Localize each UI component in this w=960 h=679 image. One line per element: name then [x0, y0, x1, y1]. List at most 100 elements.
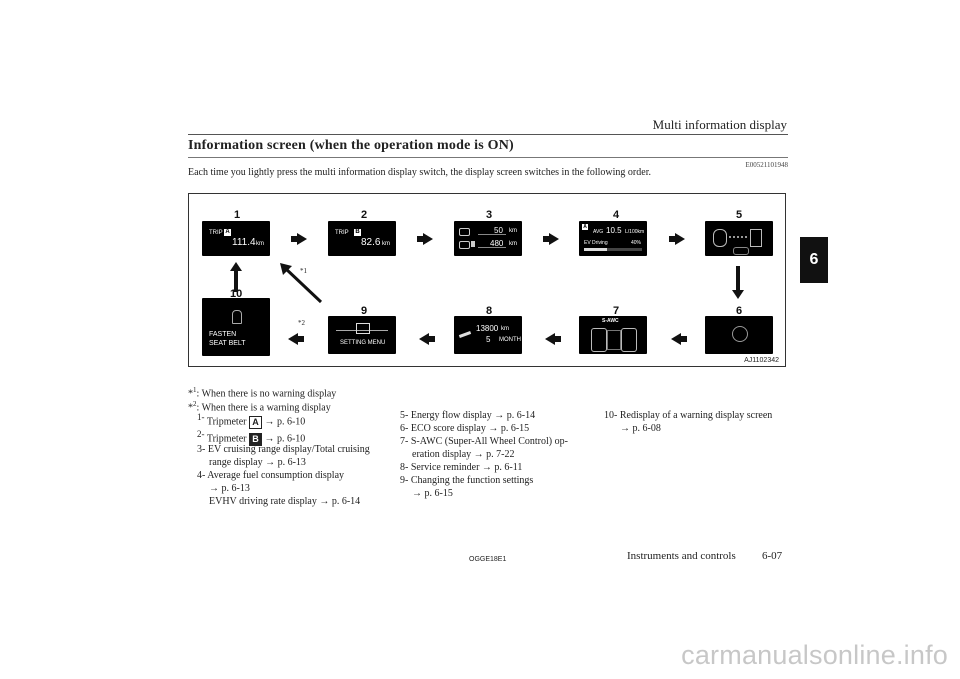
avg-value: 10.5: [606, 226, 622, 235]
service-month-value: 5: [486, 335, 491, 344]
list-item-7: 7- S-AWC (Super-All Wheel Control) op-: [400, 436, 568, 447]
screen-energy-flow: [705, 221, 773, 256]
figure-number-7: 7: [613, 305, 620, 317]
item-3-number: 3-: [197, 444, 206, 455]
item-4-line-1: Average fuel consumption display: [207, 470, 345, 481]
wrench-icon: [458, 331, 472, 338]
total-range-unit: km: [509, 241, 517, 247]
figure-number-1: 1: [234, 209, 241, 221]
intro-text: Each time you lightly press the multi in…: [188, 167, 651, 178]
screen-eco-score: [705, 316, 773, 354]
item-2-ref: → p. 6-10: [264, 433, 306, 445]
item-4-number: 4-: [197, 470, 206, 481]
mark-1: *1: [300, 267, 307, 275]
list-item-6: 6- ECO score display → p. 6-15: [400, 423, 530, 434]
trip-a-box-icon: A: [248, 415, 262, 429]
footnote-1-sup: 1: [193, 386, 197, 394]
avg-unit: L/100km: [625, 229, 645, 235]
trip-a-unit: km: [256, 241, 264, 247]
fasten-text: FASTEN: [209, 331, 237, 338]
trip-b-value: 82.6: [361, 237, 381, 248]
ev-car-icon: [459, 228, 470, 236]
list-item-1: 1- Tripmeter A → p. 6-10: [197, 411, 305, 429]
item-3-line-1: EV cruising range display/Total cruising: [207, 444, 370, 455]
toolbox-icon: [356, 323, 370, 334]
item-3-line-2: range display → p. 6-13: [209, 457, 306, 468]
arrow-3-to-4: [543, 233, 559, 245]
engine-icon: [713, 229, 727, 247]
arrow-5-to-6-shaft: [736, 266, 740, 292]
item-1-ref: → p. 6-10: [264, 416, 306, 428]
footnote-2-sup: 2: [193, 400, 197, 408]
footnote-1: *1: When there is no warning display: [188, 384, 336, 400]
list-item-4: 4- Average fuel consumption display: [197, 469, 344, 482]
car-wheel-icon: [733, 247, 749, 255]
arrow-6-to-7: [671, 333, 687, 345]
list-item-9-line-2: → p. 6-15: [412, 488, 453, 499]
doc-code: OGGE18E1: [469, 556, 507, 563]
wheel-left-icon: [591, 328, 607, 352]
figure-number-4: 4: [613, 209, 620, 221]
list-item-8: 8- Service reminder → p. 6-11: [400, 462, 523, 473]
item-4-line-2: → p. 6-13: [209, 483, 250, 494]
header-rule: [188, 134, 788, 135]
diagonal-arrow-line: [283, 266, 323, 304]
avg-a-badge: A: [582, 224, 588, 230]
screen-seat-belt-warning: FASTEN SEAT BELT: [202, 298, 270, 356]
list-item-10: 10- Redisplay of a warning display scree…: [604, 410, 773, 421]
figure-code: AJ1102342: [744, 357, 779, 364]
list-item-5: 5- Energy flow display → p. 6-14: [400, 410, 536, 421]
footnote-1-mark: *: [188, 388, 193, 400]
item-1-number: 1-: [197, 412, 205, 422]
figure-number-2: 2: [361, 209, 368, 221]
figure-number-9: 9: [361, 305, 368, 317]
trip-label: TRIP: [335, 230, 349, 236]
screen-s-awc: S-AWC: [579, 316, 647, 354]
arrow-9-to-10: [288, 333, 304, 345]
fuel-pump-icon: [471, 241, 475, 247]
arrow-2-to-3: [417, 233, 433, 245]
wheel-right-icon: [621, 328, 637, 352]
running-title: Multi information display: [652, 117, 787, 132]
diagonal-arrow-head: [280, 263, 292, 275]
item-2-text: Tripmeter: [206, 433, 247, 445]
trip-label: TRIP: [209, 230, 223, 236]
total-range-value: 480: [490, 239, 504, 248]
range-line-2: [478, 247, 506, 248]
avg-label: AVG: [593, 229, 604, 235]
trip-b-unit: km: [382, 241, 390, 247]
setting-menu-label: SETTING MENU: [340, 340, 386, 346]
item-4-line-3: EVHV driving rate display → p. 6-14: [209, 496, 361, 507]
screen-tripmeter-a: TRIP A 111.4 km: [202, 221, 270, 256]
service-km-unit: km: [501, 326, 509, 332]
title-rule: [188, 157, 788, 158]
watermark: carmanualsonline.info: [681, 640, 948, 670]
arrow-4-to-5: [669, 233, 685, 245]
ev-driving-bar-fill: [584, 248, 608, 251]
figure-number-5: 5: [736, 209, 743, 221]
trip-b-box-icon: B: [248, 432, 262, 446]
footnote-2-mark: *: [188, 402, 193, 414]
screen-tripmeter-b: TRIP B 82.6 km: [328, 221, 396, 256]
leaf-icon: [732, 326, 748, 342]
seat-belt-icon: [232, 310, 242, 324]
s-awc-label: S-AWC: [602, 318, 619, 324]
flow-dots: [729, 236, 747, 240]
item-1-text: Tripmeter: [206, 416, 247, 428]
screen-cruising-range: 50 km 480 km: [454, 221, 522, 256]
arrow-10-to-1-shaft: [234, 270, 238, 292]
footer-section: Instruments and controls: [627, 550, 736, 562]
trip-a-value: 111.4: [232, 237, 256, 248]
figure-number-10: 10: [230, 288, 243, 300]
list-item-2: 2- Tripmeter B → p. 6-10: [197, 428, 305, 446]
battery-icon: [750, 229, 762, 247]
section-code: E00521101948: [745, 161, 788, 169]
arrow-8-to-9: [419, 333, 435, 345]
range-line-1: [478, 234, 506, 235]
ev-driving-bar: [584, 248, 642, 251]
trip-b-badge: B: [354, 229, 361, 236]
screen-average-fuel: A AVG 10.5 L/100km EV Driving 40%: [579, 221, 647, 256]
figure-number-6: 6: [736, 305, 743, 317]
seat-belt-text: SEAT BELT: [209, 340, 246, 347]
total-car-icon: [459, 241, 470, 249]
